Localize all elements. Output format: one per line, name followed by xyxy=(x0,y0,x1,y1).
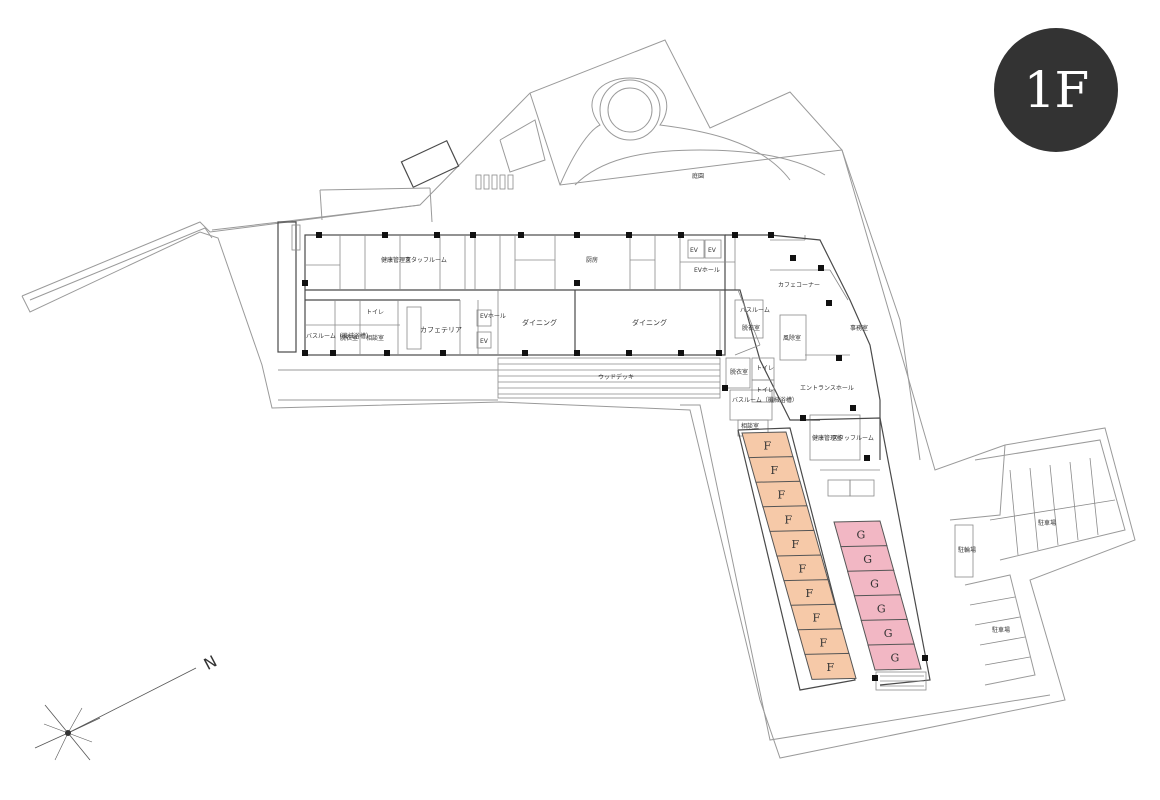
f-unit-label: F xyxy=(820,636,828,649)
parking-1-label: 駐車場 xyxy=(1038,519,1056,527)
wind-room-label: 風除室 xyxy=(783,334,801,342)
f-unit-label: F xyxy=(785,513,793,526)
structural-columns xyxy=(302,232,928,681)
f-unit-label: F xyxy=(764,440,772,453)
wing-f xyxy=(737,427,856,691)
f-unit-label: F xyxy=(778,489,786,502)
wood-deck: ウッドデッキ xyxy=(278,357,721,401)
g-unit-label: G xyxy=(870,578,879,591)
ev-hall-right-label: EVホール xyxy=(694,267,720,274)
parking-2-label: 駐車場 xyxy=(992,626,1010,634)
f-unit-label: F xyxy=(806,587,814,600)
dressing-right-label: 脱衣室 xyxy=(742,324,760,332)
wing-g xyxy=(799,417,931,691)
top-structures xyxy=(319,119,546,223)
compass-north-label: N xyxy=(201,651,220,673)
f-unit-label: F xyxy=(827,661,835,674)
wood-deck-label: ウッドデッキ xyxy=(598,373,634,381)
f-unit-label: F xyxy=(813,612,821,625)
g-unit xyxy=(867,643,922,671)
g-unit-label: G xyxy=(877,602,886,615)
g-unit-label: G xyxy=(891,652,900,665)
parking-area: 駐車場 駐車場 駐輪場 xyxy=(954,439,1126,686)
f-unit-label: F xyxy=(792,538,800,551)
ev-left-label: EV xyxy=(480,338,489,345)
bath-mech-label: バスルーム（機械浴槽） xyxy=(732,396,798,404)
compass: N xyxy=(34,651,220,761)
g-unit-label: G xyxy=(857,529,866,542)
toilet-left-label: トイレ xyxy=(366,309,384,316)
dining-2-label: ダイニング xyxy=(632,318,667,327)
toilet-2-label: トイレ xyxy=(756,365,774,372)
g-unit-label: G xyxy=(884,627,893,640)
floor-badge: 1F xyxy=(994,28,1118,152)
kitchen-label: 厨房 xyxy=(586,256,598,264)
health-mgmt-2-label: 健康管理室 xyxy=(812,434,842,442)
dressing-left-label: 脱衣室 xyxy=(340,334,358,342)
f-unit-label: F xyxy=(771,464,779,477)
bath-right-label: バスルーム xyxy=(740,307,770,314)
health-mgmt-label: 健康管理室 xyxy=(381,256,411,264)
dressing-2-label: 脱衣室 xyxy=(730,368,748,376)
garden-area: 庭園 xyxy=(559,77,826,186)
consult-left-label: 相談室 xyxy=(366,334,384,342)
ev-2-label: EV xyxy=(708,247,717,254)
staff-room-label: スタッフルーム xyxy=(405,256,447,264)
entrance-hall-label: エントランスホール xyxy=(800,385,854,392)
building-west-wing xyxy=(277,221,806,356)
cafe-corner-label: カフェコーナー xyxy=(778,282,820,289)
f-unit xyxy=(804,652,857,680)
bath-left-label: バスルーム（機械浴槽） xyxy=(306,332,372,340)
g-unit-label: G xyxy=(863,553,872,566)
toilet-3-label: トイレ xyxy=(756,387,774,394)
ev-1-label: EV xyxy=(690,247,699,254)
f-unit-label: F xyxy=(799,563,807,576)
consult-right-label: 相談室 xyxy=(741,422,759,430)
ev-hall-left-label: EVホール xyxy=(480,313,506,320)
room-labels: 健康管理室 スタッフルーム バスルーム（機械浴槽） 脱衣室 トイレ 相談室 カフ… xyxy=(306,247,874,442)
staff-room-2-label: スタッフルーム xyxy=(832,434,874,442)
office-label: 事務室 xyxy=(850,324,868,332)
cafeteria-label: カフェテリア xyxy=(420,326,462,334)
site-boundary xyxy=(21,39,1136,759)
bike-parking-label: 駐輪場 xyxy=(958,546,976,554)
garden-label: 庭園 xyxy=(692,172,704,180)
dining-1-label: ダイニング xyxy=(522,318,557,327)
